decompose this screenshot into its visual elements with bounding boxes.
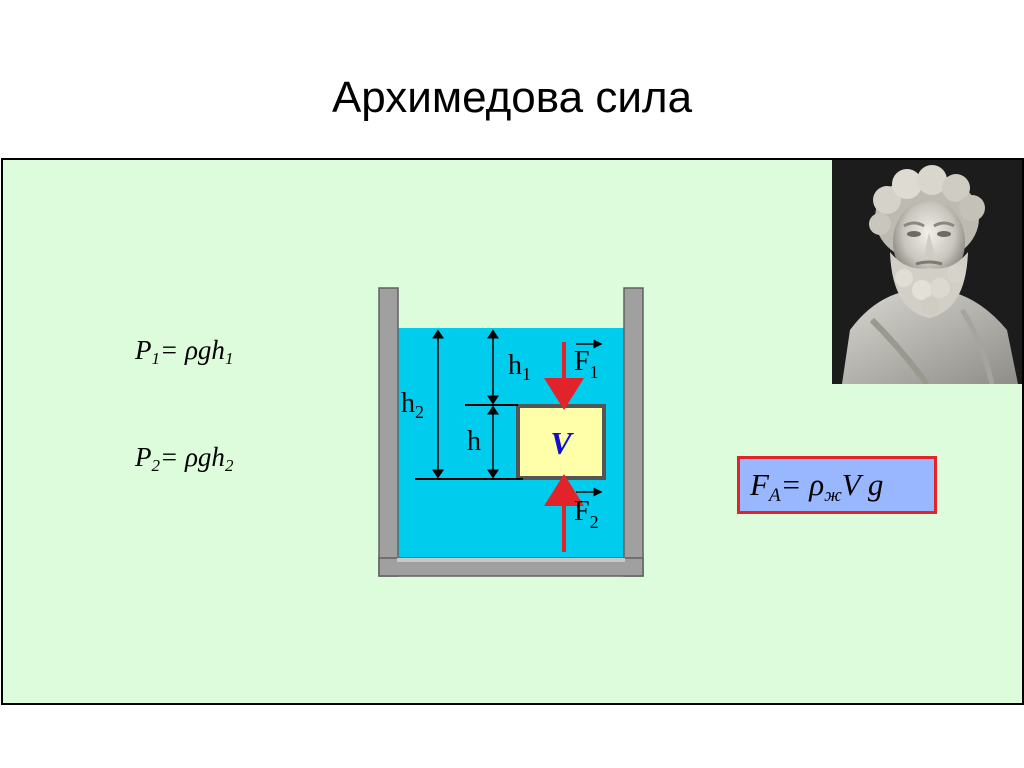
- p2-rhs-sub: 2: [224, 456, 234, 475]
- archimedes-formula: FA= ρжV g: [750, 467, 883, 507]
- f1-label-sub: 1: [590, 362, 599, 382]
- f2-label: F2: [574, 496, 599, 532]
- archimedes-formula-box: FA= ρжV g: [737, 456, 937, 514]
- h-label: h: [467, 426, 481, 457]
- h1-label-main: h: [508, 350, 522, 381]
- archimedes-portrait: [832, 160, 1022, 386]
- h1-label: h1: [508, 350, 531, 384]
- slide-title: Архимедова сила: [331, 73, 693, 122]
- f1-label: F1: [574, 346, 599, 382]
- v-label: V: [550, 425, 574, 461]
- fa-lhs: F: [750, 467, 769, 502]
- fa-lhs-sub: A: [768, 485, 781, 506]
- immersed-body: [516, 404, 606, 480]
- h2-label: h2: [401, 388, 424, 422]
- h1-label-sub: 1: [522, 364, 531, 384]
- p2-rhs: = ρgh: [160, 442, 225, 472]
- p2-lhs-sub: 2: [151, 456, 161, 475]
- p2-lhs: P: [135, 442, 152, 472]
- archimedes-bust-icon: [832, 160, 1022, 386]
- h2-label-sub: 2: [415, 402, 424, 422]
- fa-mid-sub: ж: [824, 485, 842, 506]
- f2-label-main: F: [574, 496, 590, 527]
- p1-rhs-sub: 1: [224, 349, 234, 368]
- vessel-svg: V h2 h1 h F1 F2: [378, 287, 644, 577]
- f2-label-sub: 2: [590, 512, 599, 532]
- vessel-diagram: V h2 h1 h F1 F2: [375, 284, 647, 580]
- pressure-formula-1: P1= ρgh1: [135, 335, 233, 369]
- h2-label-main: h: [401, 388, 415, 419]
- f1-label-main: F: [574, 346, 590, 377]
- p1-lhs-sub: 1: [151, 349, 161, 368]
- fa-rhs: V g: [841, 467, 884, 502]
- p1-lhs: P: [135, 335, 152, 365]
- vessel-walls: [378, 287, 644, 577]
- fa-mid: = ρ: [780, 467, 825, 502]
- pressure-formula-2: P2= ρgh2: [135, 442, 233, 476]
- p1-rhs: = ρgh: [160, 335, 225, 365]
